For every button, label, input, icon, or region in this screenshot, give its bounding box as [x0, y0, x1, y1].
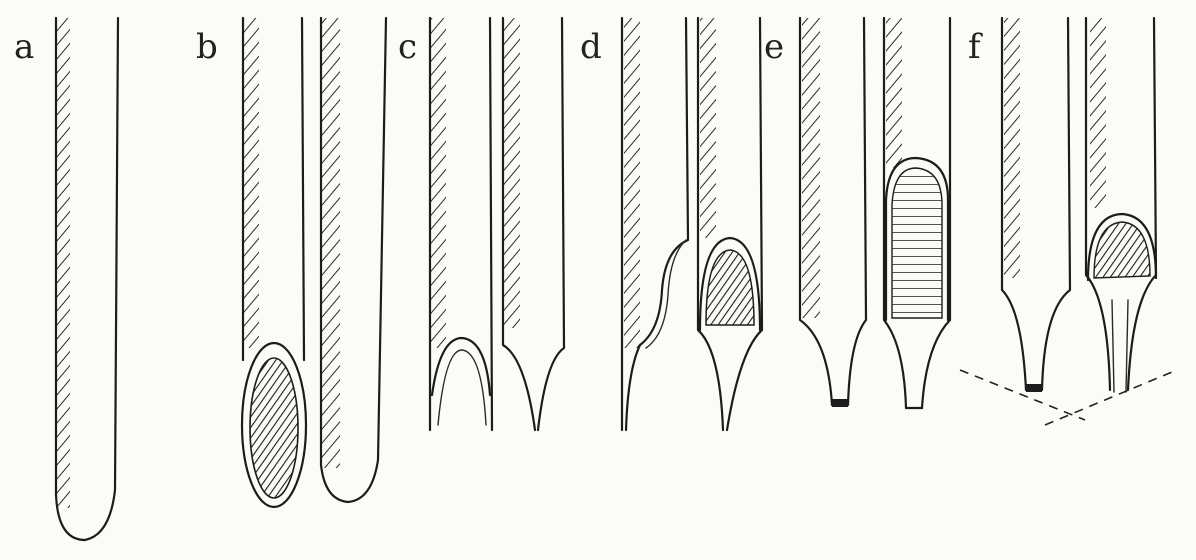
quill-f-front: [1086, 18, 1156, 392]
panel-label-a: a: [14, 27, 34, 67]
quill-a: [56, 18, 118, 540]
quill-b-side: [321, 18, 386, 502]
panel-label-e: e: [764, 27, 784, 67]
quill-c-front: [430, 18, 492, 430]
quill-d-front: [698, 18, 762, 430]
quill-b-front: [242, 18, 306, 507]
panel-label-c: c: [398, 27, 417, 67]
panel-d: d: [580, 18, 762, 430]
quill-c-side: [503, 18, 564, 430]
quill-f-side: [1002, 18, 1070, 392]
panel-f: f: [960, 18, 1172, 425]
panel-label-f: f: [968, 27, 983, 67]
panel-b: b: [196, 18, 386, 507]
panel-a: a: [14, 18, 118, 540]
cutting-guide-lines: [960, 370, 1172, 425]
panel-e: e: [764, 18, 950, 408]
panel-c: c: [398, 18, 564, 430]
quill-e-front: [884, 18, 950, 408]
quill-d-side: [622, 18, 688, 430]
panel-label-d: d: [580, 27, 602, 67]
quill-e-side: [800, 18, 866, 407]
panel-label-b: b: [196, 27, 218, 67]
